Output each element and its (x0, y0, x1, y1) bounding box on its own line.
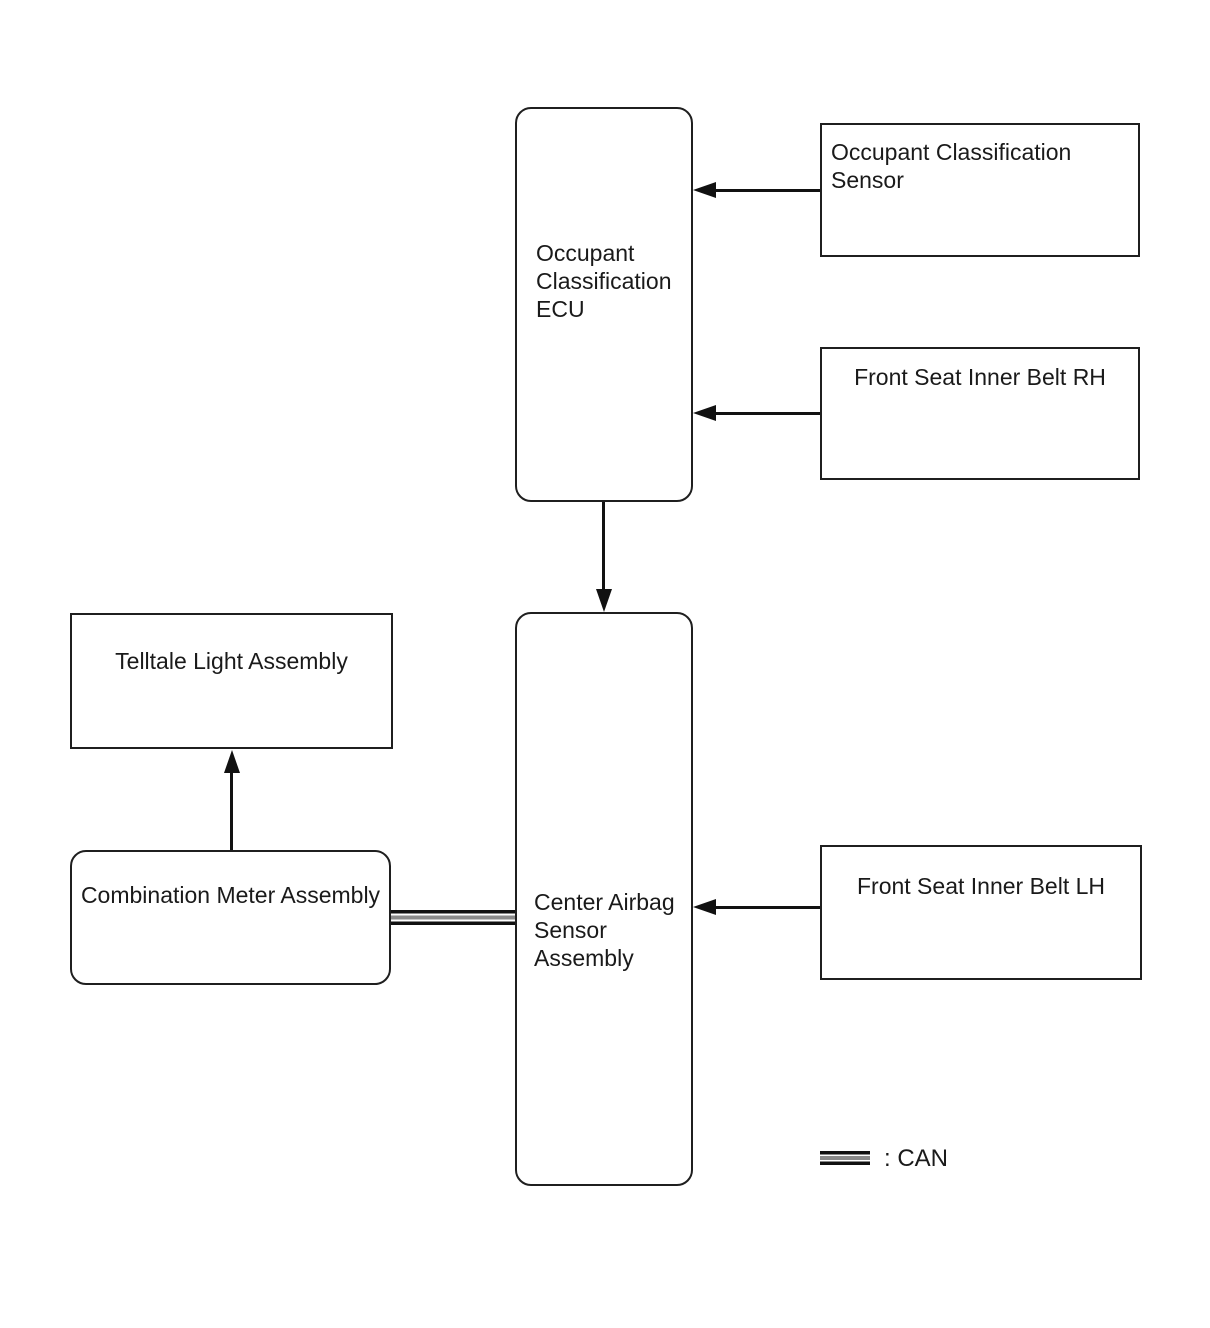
arrow-belt-rh-to-ecu-head-icon (693, 405, 716, 421)
can-bus-link (391, 910, 515, 925)
arrow-ecu-to-airbag-assembly-head-icon (596, 589, 612, 612)
arrow-meter-to-telltale-shaft (230, 771, 233, 850)
node-telltale-light-assembly: Telltale Light Assembly (70, 613, 393, 749)
arrow-belt-lh-to-airbag-assembly-head-icon (693, 899, 716, 915)
can-bus-legend-icon (820, 1151, 870, 1165)
node-occupant-classification-sensor: Occupant Classification Sensor (820, 123, 1140, 257)
arrow-meter-to-telltale-head-icon (224, 750, 240, 773)
arrow-ecu-to-airbag-assembly-shaft (602, 502, 605, 592)
node-label-occupant-classification-ecu: Occupant Classification ECU (536, 240, 672, 322)
arrow-sensor-to-ecu-head-icon (693, 182, 716, 198)
node-label-front-seat-inner-belt-lh: Front Seat Inner Belt LH (856, 873, 1105, 899)
node-center-airbag-sensor-assembly: Center Airbag Sensor Assembly (515, 612, 693, 1186)
node-occupant-classification-ecu: Occupant Classification ECU (515, 107, 693, 502)
node-front-seat-inner-belt-lh: Front Seat Inner Belt LH (820, 845, 1142, 980)
node-front-seat-inner-belt-rh: Front Seat Inner Belt RH (820, 347, 1140, 480)
arrow-sensor-to-ecu-shaft (714, 189, 820, 192)
node-combination-meter-assembly: Combination Meter Assembly (70, 850, 391, 985)
node-label-telltale-light-assembly: Telltale Light Assembly (115, 648, 348, 674)
arrow-belt-rh-to-ecu-shaft (714, 412, 820, 415)
node-label-front-seat-inner-belt-rh: Front Seat Inner Belt RH (854, 364, 1106, 390)
arrow-belt-lh-to-airbag-assembly-shaft (714, 906, 820, 909)
node-label-combination-meter-assembly: Combination Meter Assembly (80, 882, 381, 908)
legend-label: : CAN (884, 1145, 949, 1172)
node-label-occupant-classification-sensor: Occupant Classification Sensor (831, 139, 1072, 193)
node-label-center-airbag-sensor-assembly: Center Airbag Sensor Assembly (534, 889, 675, 971)
